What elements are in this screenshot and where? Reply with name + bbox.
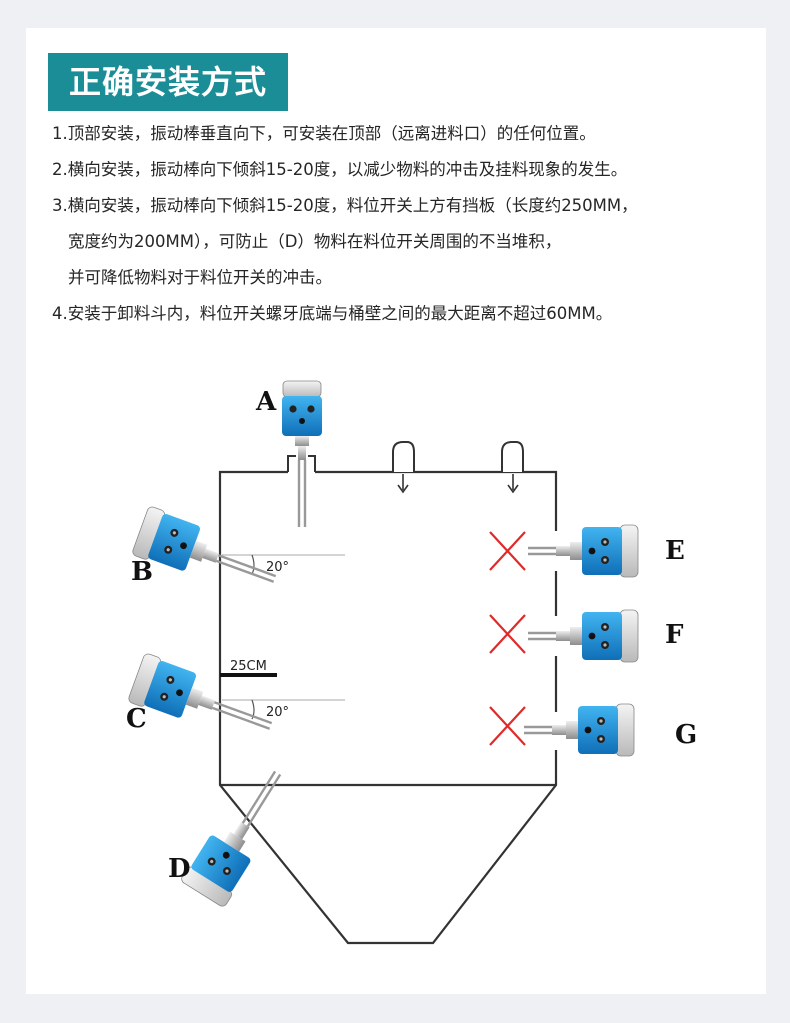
instruction-1: 1.顶部安装，振动棒垂直向下，可安装在顶部（远离进料口）的任何位置。 [52,124,596,143]
baffle-label: 25CM [230,659,267,674]
label-d: D [168,854,191,884]
text-region: 正确安装方式 1.顶部安装，振动棒垂直向下，可安装在顶部（远离进料口）的任何位置… [0,0,790,322]
label-g: G [675,720,697,750]
wrong-mark-f [489,614,526,654]
label-f: F [665,620,684,650]
angle-label-b: 20° [266,560,289,575]
angle-label-c: 20° [266,705,289,720]
sensor-g [522,702,636,758]
label-c: C [126,704,147,734]
label-e: E [665,536,685,566]
label-a: A [255,387,277,417]
wrong-mark-g [489,706,526,746]
sensor-d [178,757,301,910]
inlet-nozzle-1 [392,441,415,494]
inlet-nozzle-2 [501,441,524,494]
instruction-3-cont-1: 宽度约为200MM），可防止（D）物料在料位开关周围的不当堆积， [68,232,562,251]
sensor-a [280,379,324,529]
instruction-2: 2.横向安装，振动棒向下倾斜15-20度，以减少物料的冲击及挂料现象的发生。 [52,160,628,179]
vessel-outline [218,470,558,945]
instruction-list: 1.顶部安装，振动棒垂直向下，可安装在顶部（远离进料口）的任何位置。 2.横向安… [52,122,772,322]
section-title: 正确安装方式 [48,53,288,111]
label-b: B [131,557,153,587]
instruction-4: 4.安装于卸料斗内，料位开关螺牙底端与桶壁之间的最大距离不超过60MM。 [52,304,613,322]
wrong-mark-e [489,531,526,571]
sensor-e [526,523,640,579]
instruction-3-cont-2: 并可降低物料对于料位开关的冲击。 [68,268,332,287]
sensor-f [526,608,640,664]
instruction-3: 3.横向安装，振动棒向下倾斜15-20度，料位开关上方有挡板（长度约250MM， [52,196,638,215]
